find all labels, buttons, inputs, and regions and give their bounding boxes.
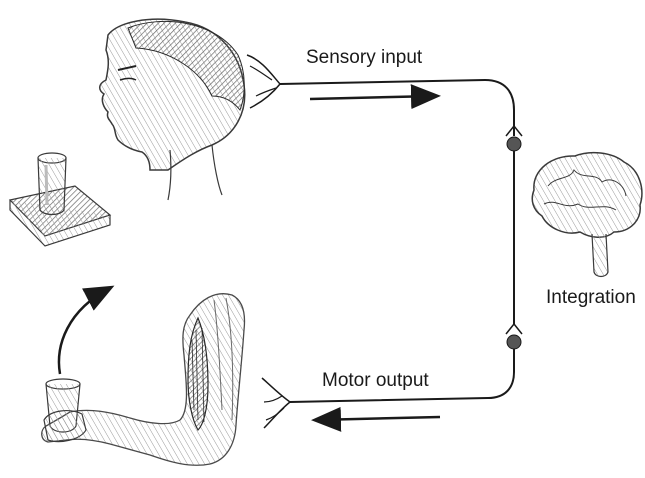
lower-synapse [506,324,522,349]
curved-motion-arrow [59,288,110,374]
motor-arrow [316,417,440,420]
brain-icon [532,153,642,277]
sensory-input-label: Sensory input [306,47,422,69]
motor-output-label: Motor output [322,370,429,392]
human-head-icon [100,19,245,200]
integration-label: Integration [546,287,636,309]
sensory-arrow [310,96,436,99]
glass-on-table-icon [10,153,110,246]
